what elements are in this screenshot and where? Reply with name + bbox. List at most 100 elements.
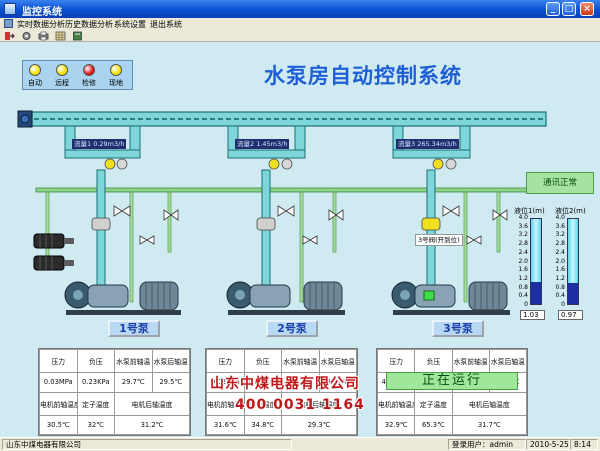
gauge-1-bar — [530, 218, 542, 305]
menu-realtime-analysis[interactable]: 实时数据分析 — [17, 20, 65, 29]
menu-history-analysis[interactable]: 历史数据分析 — [65, 20, 113, 29]
butterfly-valve-icon — [277, 205, 295, 217]
window-title: 监控系统 — [22, 7, 62, 18]
main-title: 水泵房自动控制系统 — [264, 64, 462, 88]
pipe-segment — [392, 149, 471, 159]
flow-sensor-icon — [432, 158, 444, 170]
table-value-cell: 65.3℃ — [414, 414, 453, 436]
gauge-tick-label: 0.4 — [555, 292, 565, 300]
pipe-segment — [463, 191, 468, 303]
gear-icon[interactable] — [21, 31, 32, 41]
menu-system-settings[interactable]: 系统设置 — [114, 20, 146, 29]
table-row: 电机前轴温度定子温度电机后轴温度 — [376, 391, 527, 416]
gauge-tick-label: 2.4 — [518, 248, 528, 256]
gauge-tick-label: 0 — [524, 301, 528, 308]
flow-2-readout: 流量2 1.45m3/h — [235, 139, 290, 149]
maintenance-lamp-icon — [83, 64, 95, 76]
table-row: 电机前轴温度定子温度电机后轴温度 — [206, 391, 357, 416]
exit-arrow-icon[interactable] — [4, 31, 15, 41]
menu-bar: 实时数据分析 历史数据分析 系统设置 退出系统 — [0, 18, 600, 30]
butterfly-valve-icon — [492, 209, 508, 221]
butterfly-valve-icon — [139, 235, 155, 245]
status-date: 2010-5-25 — [526, 439, 570, 450]
running-indicator — [423, 290, 435, 301]
table-header-cell: 定子温度 — [414, 391, 453, 416]
table-value-cell: 31.2℃ — [114, 414, 190, 436]
remote-lamp-label: 远程 — [55, 79, 69, 87]
maintenance-lamp-label: 检修 — [82, 79, 96, 87]
table-value-cell: 31.7℃ — [451, 414, 527, 436]
pump-assembly-2 — [226, 281, 345, 315]
gauge-tick-label: 2.8 — [518, 240, 528, 248]
menu-exit-system[interactable]: 退出系统 — [150, 20, 182, 29]
gauge-tick-label: 2.8 — [555, 240, 565, 248]
pipe-segment — [227, 149, 306, 159]
pipe-segment — [167, 191, 172, 253]
table-value-cell: 32℃ — [76, 414, 115, 436]
check-valve-icon — [421, 217, 441, 231]
gauge-1-fill — [531, 282, 541, 304]
butterfly-valve-icon — [163, 209, 179, 221]
pipe-segment — [299, 191, 304, 303]
table-value-cell: 0.23KPa — [76, 372, 115, 393]
grid-icon[interactable] — [55, 31, 66, 41]
piping-diagram — [17, 110, 547, 315]
gauge-tick-label: 3.2 — [555, 231, 565, 239]
butterfly-valve-icon — [113, 205, 131, 217]
pipe-segment — [64, 149, 141, 159]
auto-lamp-label: 自动 — [28, 79, 42, 87]
status-time: 8:14 — [570, 439, 598, 450]
toolbar — [0, 30, 600, 42]
table-header-cell: 压力 — [206, 348, 245, 374]
pump-3-label[interactable]: 3号泵 — [432, 320, 484, 337]
gauge-tick-label: 3.6 — [518, 222, 528, 230]
table-header-cell: 负压 — [76, 348, 115, 374]
gauge-1-title: 液位1(m) — [514, 207, 545, 215]
table-row: 压力负压水泵前轴温水泵后轴温 — [376, 348, 528, 374]
gauge-tick-label: 3.2 — [518, 231, 528, 239]
pump-2-label[interactable]: 2号泵 — [266, 320, 318, 337]
butterfly-valve-icon — [328, 209, 344, 221]
pump-assembly-1 — [64, 281, 181, 315]
close-button[interactable]: × — [580, 2, 594, 16]
status-user: 登录用户：admin — [448, 439, 526, 450]
maximize-button[interactable]: □ — [562, 2, 576, 16]
gauge-tick-label: 0.4 — [518, 292, 528, 300]
running-status-banner: 正在运行 — [386, 372, 518, 390]
table-header-cell: 水泵后轴温 — [151, 348, 190, 374]
butterfly-valve-icon — [302, 235, 318, 245]
pump-icon — [87, 284, 129, 308]
menu-app-icon — [4, 19, 13, 28]
table-header-cell: 水泵前轴温 — [114, 348, 153, 374]
comm-status: 通讯正常 — [526, 172, 594, 194]
table-value-cell: 29.5℃ — [151, 372, 190, 393]
minimize-button[interactable]: _ — [546, 2, 560, 16]
pump-1-label[interactable]: 1号泵 — [108, 320, 160, 337]
valve-3-status-tag: 3号阀(开到位) — [415, 234, 463, 246]
gauge-tick-label: 4.0 — [555, 214, 565, 221]
title-bar: 监控系统 _ □ × — [0, 0, 600, 18]
hmi-canvas: 自动 远程 检修 现地 水泵房自动控制系统 流量1 0.29m3/h 流量2 1… — [0, 42, 600, 437]
table-row: 压力负压水泵前轴温水泵后轴温 — [206, 348, 357, 374]
gauge-tick-label: 4.0 — [518, 214, 528, 221]
gauge-tick-label: 2.0 — [518, 257, 528, 265]
table-header-cell: 电机前轴温度 — [206, 391, 245, 416]
gauge-tick-label: 1.6 — [518, 266, 528, 274]
gauge-tick-label: 0.8 — [555, 283, 565, 291]
printer-icon[interactable] — [38, 31, 49, 41]
table-header-cell: 水泵后轴温 — [488, 348, 528, 374]
book-icon[interactable] — [72, 31, 83, 41]
table-row: 电机前轴温度定子温度电机后轴温度 — [39, 391, 190, 416]
table-header-cell: 压力 — [376, 348, 416, 374]
gauge-2-fill — [568, 283, 578, 304]
pump-3-data-table: 压力负压水泵前轴温水泵后轴温4.69MPa0.93KPa32℃32.8℃电机前轴… — [376, 348, 528, 436]
pipe-segment — [129, 191, 134, 303]
gauge-tick-label: 0 — [561, 301, 565, 308]
table-header-cell: 电机后轴温度 — [451, 391, 527, 416]
